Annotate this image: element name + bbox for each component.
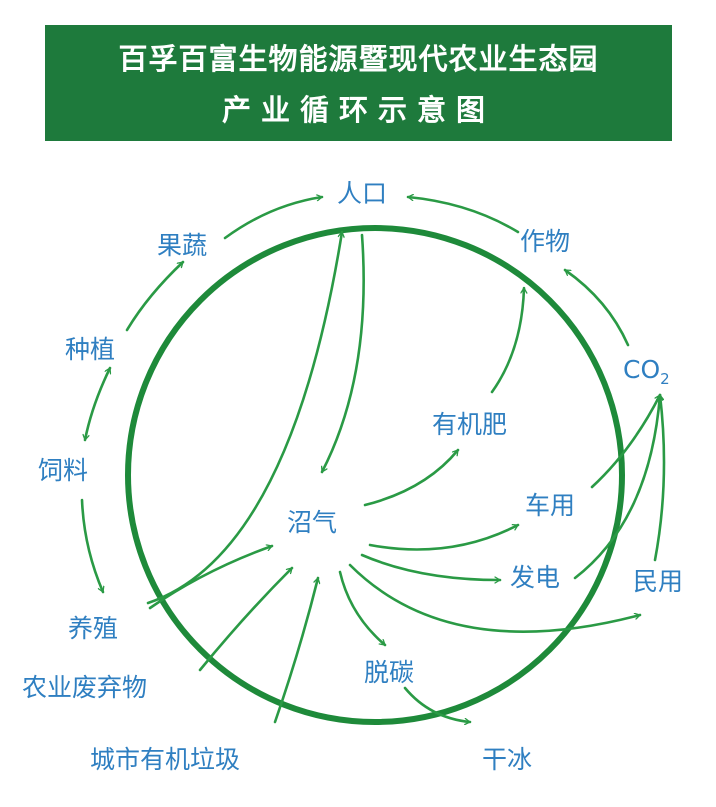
label-renkou: 人口 <box>337 179 387 208</box>
label-tuotan: 脱碳 <box>364 658 414 687</box>
arrow-nongye-to-zhaoqi <box>198 566 294 672</box>
arrow-zhaoqi-to-tuotan <box>338 570 387 647</box>
arrow-zhaoqi-to-youjifei <box>363 448 460 507</box>
label-zuowu: 作物 <box>520 227 570 256</box>
label-co2-subscript: 2 <box>660 370 670 388</box>
label-youjifei: 有机肥 <box>432 410 507 439</box>
arrow-guoshu-to-renkou <box>223 197 324 240</box>
arrow-siliao-zhongzhi <box>85 366 112 442</box>
label-ganbing: 干冰 <box>482 745 532 774</box>
arrow-renkou-to-zhaoqi <box>320 233 365 474</box>
arrow-yangzhi-to-renkou <box>146 230 342 605</box>
arrow-yangzhi-to-zhaoqi <box>148 546 274 610</box>
arrow-zuowu-to-renkou <box>406 197 520 234</box>
main-ring <box>125 225 625 725</box>
arrow-cheyong-to-co2 <box>590 393 662 489</box>
label-nongye-feiqiwu: 农业废弃物 <box>22 673 147 702</box>
arrow-zhongzhi-to-guoshu <box>125 260 185 332</box>
title-banner: 百孚百富生物能源暨现代农业生态园 产业循环示意图 <box>45 25 672 141</box>
arrow-zhaoqi-to-fadian <box>360 553 502 580</box>
arrow-siliao-to-yangzhi <box>80 498 103 594</box>
label-zhaoqi: 沼气 <box>287 508 337 537</box>
arrow-fadian-to-co2 <box>573 393 660 580</box>
label-chengshi-laji: 城市有机垃圾 <box>90 745 240 774</box>
arrow-zhaoqi-to-cheyong <box>368 523 520 551</box>
label-zhongzhi: 种植 <box>65 335 115 364</box>
label-fadian: 发电 <box>510 563 560 592</box>
arrow-chengshi-to-zhaoqi <box>273 576 318 724</box>
label-minyong: 民用 <box>633 567 683 596</box>
label-co2-base: CO <box>623 355 660 384</box>
arrow-zhaoqi-to-minyong <box>348 563 642 633</box>
title-line-2: 产业循环示意图 <box>221 93 495 127</box>
arrow-youjifei-to-zuowu <box>490 286 524 394</box>
title-line-1: 百孚百富生物能源暨现代农业生态园 <box>118 42 599 76</box>
arrow-tuotan-to-ganbing <box>403 686 472 722</box>
arrow-minyong-to-co2 <box>653 393 666 562</box>
label-cheyong: 车用 <box>525 491 575 520</box>
label-yangzhi: 养殖 <box>68 614 118 643</box>
label-siliao: 饲料 <box>38 456 88 485</box>
label-co2: CO2 <box>623 355 670 388</box>
arrow-co2-to-zuowu <box>563 268 630 347</box>
label-guoshu: 果蔬 <box>157 231 207 260</box>
